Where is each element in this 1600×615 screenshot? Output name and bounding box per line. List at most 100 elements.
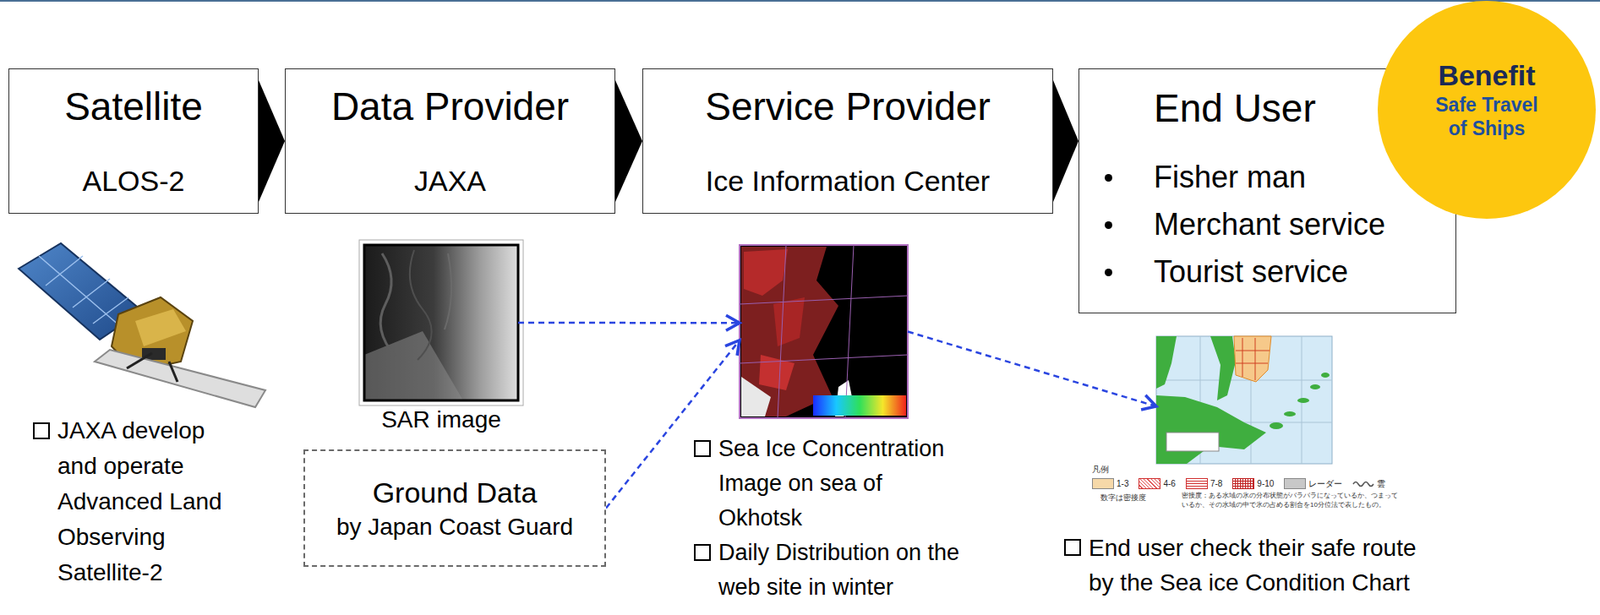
benefit-circle: BenefitSafe Travel of Ships bbox=[1377, 0, 1596, 219]
caption-text: Sea Ice Concentration Image on sea of Ok… bbox=[718, 431, 973, 536]
arrow-head bbox=[1141, 395, 1157, 410]
ice-chart-node: End user check their safe route by the S… bbox=[1156, 336, 1333, 465]
circle-fill bbox=[1377, 0, 1596, 219]
ground-data-box: Ground Databy Japan Coast Guard bbox=[303, 449, 607, 568]
chevron-arrow bbox=[615, 80, 643, 203]
stage-box: Data ProviderJAXA bbox=[284, 68, 616, 214]
sar-texture bbox=[364, 331, 464, 401]
chart-sea bbox=[1156, 336, 1333, 465]
legend-text: レーダー bbox=[1308, 478, 1343, 490]
box-title: Satellite bbox=[64, 82, 203, 131]
hokkaido bbox=[1156, 395, 1267, 465]
ice-area bbox=[773, 297, 805, 347]
caption-row: Sea Ice Concentration Image on sea of Ok… bbox=[693, 431, 973, 536]
checkbox-square bbox=[693, 440, 711, 458]
panel-grid bbox=[45, 256, 83, 286]
ice-area bbox=[741, 246, 839, 417]
grid-line bbox=[739, 295, 908, 305]
bullet-row: Merchant service bbox=[1104, 201, 1442, 249]
box-title: Service Provider bbox=[704, 82, 990, 131]
legend-item: 9-10 bbox=[1232, 478, 1274, 490]
land bbox=[741, 376, 771, 417]
kuril-island bbox=[1269, 422, 1284, 430]
grid-line bbox=[845, 245, 854, 419]
legend-note-holder: 数字は密接度 bbox=[1100, 493, 1179, 503]
legend-text: 7-8 bbox=[1210, 478, 1223, 490]
satellite-body-shade bbox=[135, 309, 186, 347]
concentration-image bbox=[739, 245, 908, 419]
concentration-image-node: Sea Ice Concentration Image on sea of Ok… bbox=[739, 245, 908, 419]
box-subtitle: Ice Information Center bbox=[705, 163, 990, 198]
arrow-head bbox=[725, 340, 740, 356]
benefit-text: Safe Travel of Ships bbox=[1427, 92, 1546, 141]
ice-grid bbox=[1235, 363, 1268, 365]
dashed-arrow-line bbox=[907, 332, 1157, 408]
connector bbox=[907, 332, 1157, 411]
sakhalin bbox=[1210, 336, 1236, 401]
legend-item: レーダー bbox=[1283, 478, 1343, 490]
bullet-dot bbox=[1104, 268, 1113, 277]
wave-line bbox=[1353, 481, 1374, 487]
legend-item: 4-6 bbox=[1138, 478, 1175, 490]
legend-text: 雲 bbox=[1376, 478, 1386, 490]
bullet-dot bbox=[1104, 174, 1113, 182]
legend-swatch bbox=[1283, 478, 1306, 490]
sea-ice bbox=[1234, 336, 1272, 383]
ice-area bbox=[759, 354, 795, 391]
image-caption: SAR image bbox=[338, 405, 544, 435]
caption-text: End user check their safe route by the S… bbox=[1088, 530, 1444, 601]
stage-box: SatelliteALOS-2 bbox=[8, 68, 259, 214]
sar-image-node: SAR image bbox=[364, 245, 519, 401]
panel-grid bbox=[72, 278, 110, 308]
checkbox-square bbox=[693, 544, 711, 562]
legend: 1-34-67-89-10レーダー雲 bbox=[1092, 478, 1396, 490]
checkbox-square bbox=[1064, 539, 1082, 557]
ice-grid bbox=[1242, 338, 1244, 377]
satellite-illustration bbox=[18, 243, 266, 408]
arrow-head bbox=[726, 315, 740, 331]
sar-texture bbox=[380, 253, 396, 357]
image-caption: Sea Ice Concentration Image on sea of Ok… bbox=[693, 431, 973, 606]
legend-swatch bbox=[1092, 478, 1114, 490]
sar-antenna bbox=[94, 349, 266, 408]
legend-text: 9-10 bbox=[1256, 478, 1274, 490]
satellite-note: JAXA develop and operate Advanced Land O… bbox=[57, 413, 244, 591]
sar-border bbox=[364, 245, 519, 401]
concentration-illustration bbox=[739, 245, 908, 419]
chevron-arrow bbox=[258, 80, 285, 203]
satellite-note-holder: JAXA develop and operate Advanced Land O… bbox=[32, 413, 245, 591]
antenna-strut bbox=[169, 361, 178, 383]
kuril-island bbox=[1321, 372, 1330, 378]
mainland bbox=[1156, 336, 1177, 389]
box-title: Ground Data bbox=[372, 474, 538, 512]
chart-inset bbox=[1166, 432, 1219, 452]
stage-box: Service ProviderIce Information Center bbox=[642, 68, 1054, 214]
checkbox-square bbox=[32, 422, 50, 440]
bullet-row: Tourist service bbox=[1104, 248, 1442, 296]
legend-sample bbox=[1138, 478, 1161, 490]
legend-note: 密接度：ある水域の氷の分布状態がバラバラになっているか、つまっているか、その水域… bbox=[1181, 491, 1398, 510]
panel-grid bbox=[38, 256, 121, 327]
box-subtitle: by Japan Coast Guard bbox=[336, 511, 574, 544]
sar-texture bbox=[409, 250, 432, 361]
box-subtitle: JAXA bbox=[414, 163, 487, 198]
legend-sample bbox=[1185, 478, 1208, 490]
legend-item: 7-8 bbox=[1185, 478, 1223, 490]
grid-line bbox=[777, 245, 787, 419]
image-frame bbox=[359, 240, 524, 406]
connector bbox=[1053, 80, 1079, 203]
connector bbox=[518, 315, 740, 331]
connector bbox=[258, 80, 285, 203]
legend-sample bbox=[1232, 478, 1255, 490]
caption-row: Daily Distribution on the web site in wi… bbox=[693, 535, 973, 606]
dashed-arrow-line bbox=[518, 322, 740, 325]
ice-grid bbox=[1235, 350, 1270, 352]
sar-illustration bbox=[359, 240, 524, 406]
caption-text: SAR image bbox=[338, 405, 544, 435]
ice-area bbox=[743, 249, 788, 296]
legend-text: 4-6 bbox=[1163, 478, 1175, 490]
bullet-dot bbox=[1104, 221, 1113, 230]
grid-line bbox=[739, 354, 908, 364]
benefit-title: Benefit bbox=[1437, 57, 1535, 93]
